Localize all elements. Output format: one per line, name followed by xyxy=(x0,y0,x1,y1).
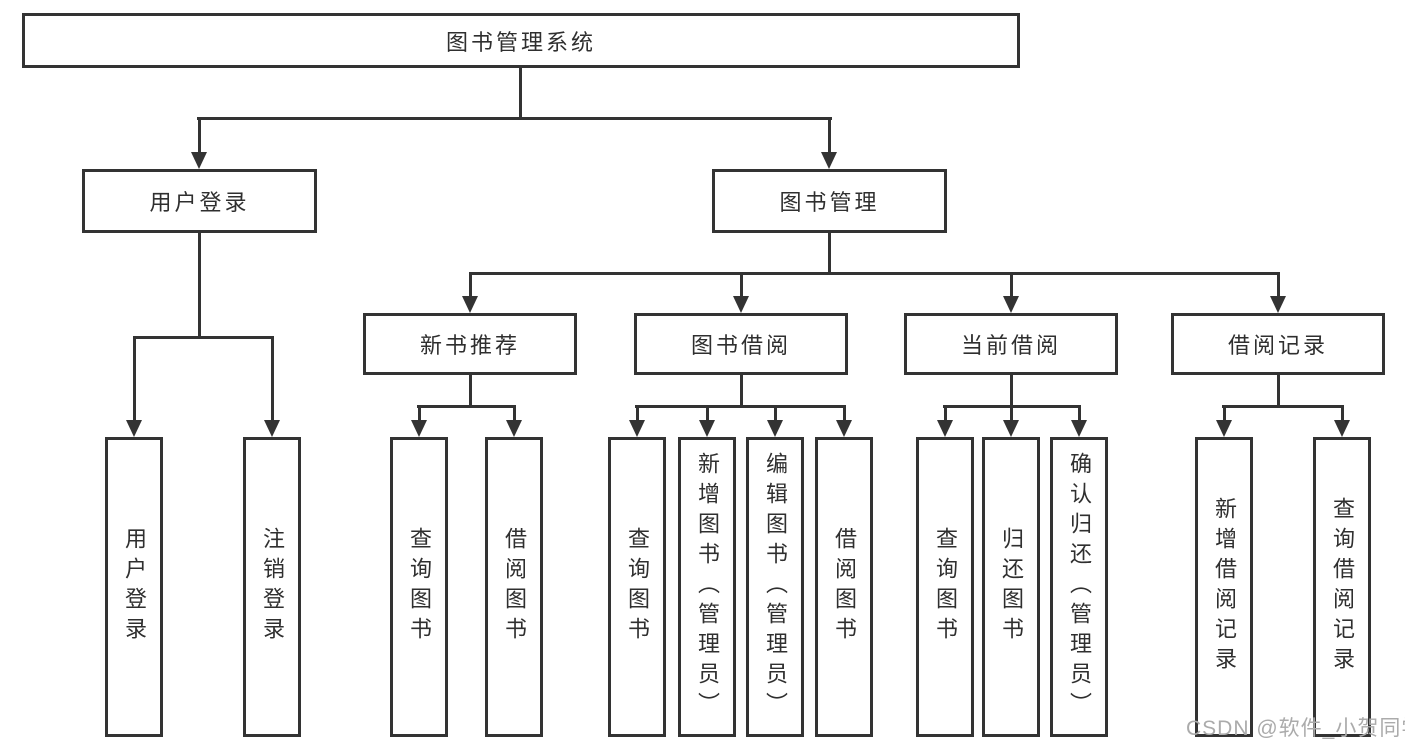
node-leaf-edit-books-admin: 编辑图书（管理员） xyxy=(746,437,804,737)
node-leaf-query-borrow-record: 查询借阅记录 xyxy=(1313,437,1371,737)
arrow-down-icon xyxy=(191,152,207,169)
csdn-watermark: CSDN @软件_小贺同学 xyxy=(1186,717,1405,740)
arrow-down-icon xyxy=(264,420,280,437)
node-current-borrow: 当前借阅 xyxy=(904,313,1118,375)
connector-line xyxy=(1010,405,1013,423)
arrow-down-icon xyxy=(821,152,837,169)
node-leaf-recommend-borrow-books: 借阅图书 xyxy=(485,437,543,737)
connector-line xyxy=(417,405,516,408)
node-book-borrow: 图书借阅 xyxy=(634,313,848,375)
connector-line xyxy=(469,272,1280,275)
arrow-down-icon xyxy=(1003,420,1019,437)
node-root-system: 图书管理系统 xyxy=(22,13,1020,68)
connector-line xyxy=(469,272,472,300)
connector-line xyxy=(133,336,274,339)
connector-line xyxy=(133,336,136,424)
node-leaf-recommend-query-books: 查询图书 xyxy=(390,437,448,737)
connector-line xyxy=(706,405,709,423)
connector-line xyxy=(513,405,516,423)
node-new-book-recommend: 新书推荐 xyxy=(363,313,577,375)
node-book-management: 图书管理 xyxy=(712,169,947,233)
connector-line xyxy=(1223,405,1226,423)
connector-line xyxy=(1341,405,1344,423)
arrow-down-icon xyxy=(1071,420,1087,437)
node-leaf-add-borrow-record: 新增借阅记录 xyxy=(1195,437,1253,737)
node-leaf-user-login: 用户登录 xyxy=(105,437,163,737)
connector-line xyxy=(1222,405,1344,408)
arrow-down-icon xyxy=(462,296,478,313)
node-leaf-borrow-books: 借阅图书 xyxy=(815,437,873,737)
node-leaf-borrow-query-books: 查询图书 xyxy=(608,437,666,737)
connector-line xyxy=(1010,375,1013,408)
node-user-login: 用户登录 xyxy=(82,169,317,233)
node-leaf-add-books-admin: 新增图书（管理员） xyxy=(678,437,736,737)
connector-line xyxy=(828,233,831,275)
arrow-down-icon xyxy=(937,420,953,437)
connector-line xyxy=(418,405,421,423)
arrow-down-icon xyxy=(629,420,645,437)
arrow-down-icon xyxy=(1216,420,1232,437)
arrow-down-icon xyxy=(1270,296,1286,313)
arrow-down-icon xyxy=(506,420,522,437)
node-leaf-return-books: 归还图书 xyxy=(982,437,1040,737)
arrow-down-icon xyxy=(699,420,715,437)
arrow-down-icon xyxy=(767,420,783,437)
arrow-down-icon xyxy=(1003,296,1019,313)
connector-line xyxy=(469,375,472,408)
connector-line xyxy=(740,272,743,300)
connector-line xyxy=(944,405,947,423)
node-borrow-records: 借阅记录 xyxy=(1171,313,1385,375)
arrow-down-icon xyxy=(411,420,427,437)
arrow-down-icon xyxy=(126,420,142,437)
connector-line xyxy=(198,233,201,339)
connector-line xyxy=(1010,272,1013,300)
arrow-down-icon xyxy=(1334,420,1350,437)
node-leaf-confirm-return-admin: 确认归还（管理员） xyxy=(1050,437,1108,737)
node-leaf-current-query-books: 查询图书 xyxy=(916,437,974,737)
connector-line xyxy=(519,68,522,120)
connector-line xyxy=(271,336,274,424)
arrow-down-icon xyxy=(836,420,852,437)
connector-line xyxy=(198,117,201,155)
connector-line xyxy=(843,405,846,423)
connector-line xyxy=(1277,375,1280,408)
arrow-down-icon xyxy=(733,296,749,313)
connector-line xyxy=(635,405,846,408)
connector-line xyxy=(636,405,639,423)
connector-line xyxy=(1078,405,1081,423)
connector-line xyxy=(740,375,743,408)
node-leaf-logout: 注销登录 xyxy=(243,437,301,737)
connector-line xyxy=(1277,272,1280,300)
connector-line xyxy=(197,117,832,120)
connector-line xyxy=(774,405,777,423)
connector-line xyxy=(828,117,831,155)
